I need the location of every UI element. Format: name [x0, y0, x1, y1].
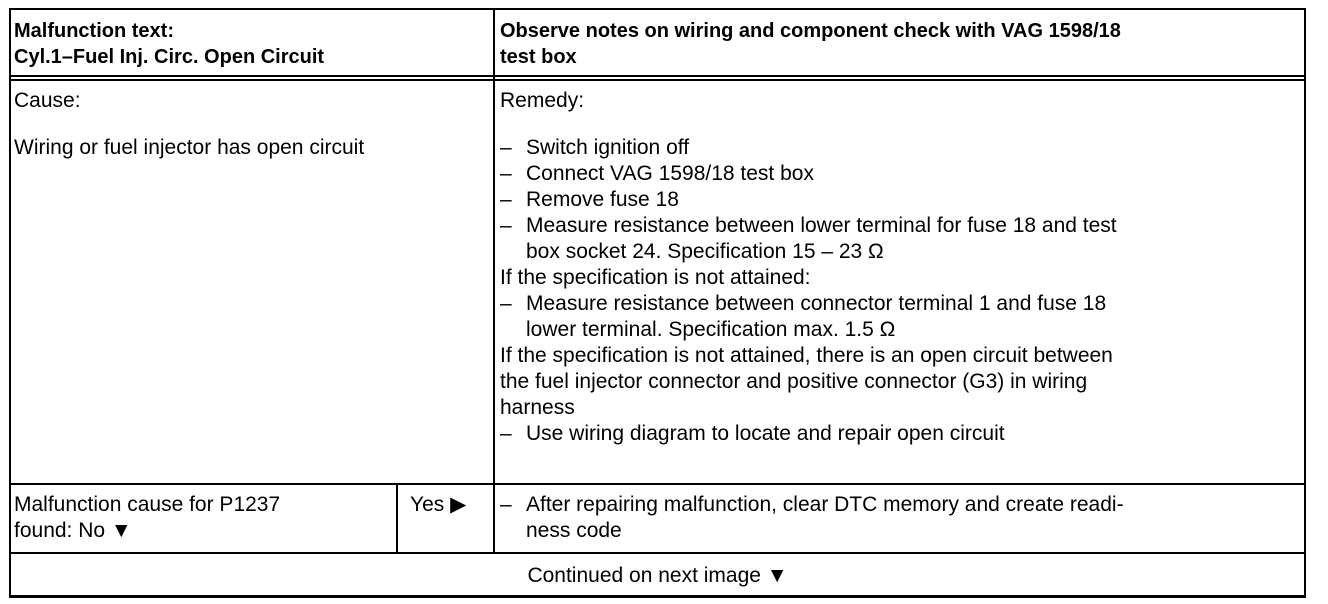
malfunction-title: Malfunction text: Cyl.1–Fuel Inj. Circ. … [14, 18, 324, 70]
step-text: After repairing malfunction, clear DTC m… [526, 493, 1124, 516]
remedy-step: –Use wiring diagram to locate and repair… [500, 421, 1117, 447]
dash: – [500, 493, 512, 516]
remedy-text: Measure resistance between lower termina… [526, 214, 1117, 237]
remedy-note: the fuel injector connector and positive… [500, 369, 1117, 395]
remedy-list: –Switch ignition off–Connect VAG 1598/18… [500, 135, 1117, 447]
cause-label: Cause: [14, 89, 81, 112]
remedy-text: Use wiring diagram to locate and repair … [526, 422, 1005, 445]
remedy-text: the fuel injector connector and positive… [500, 370, 1088, 393]
header-divider [9, 75, 1306, 77]
row-divider [9, 552, 1306, 554]
row-divider [9, 483, 1306, 485]
dash: – [500, 136, 512, 159]
table-border [9, 8, 1306, 598]
column-divider [493, 8, 495, 553]
dash: – [500, 422, 512, 445]
remedy-step: –Measure resistance between lower termin… [500, 213, 1117, 239]
observe-notes-title: Observe notes on wiring and component ch… [500, 18, 1121, 70]
dash: – [500, 188, 512, 211]
question-line: Malfunction cause for P1237 [14, 493, 281, 516]
remedy-note: harness [500, 395, 1117, 421]
remedy-text: harness [500, 396, 575, 419]
remedy-text: lower terminal. Specification max. 1.5 Ω [526, 318, 896, 341]
remedy-step: –Connect VAG 1598/18 test box [500, 161, 1117, 187]
continued-link[interactable]: Continued on next image ▼ [527, 564, 788, 587]
remedy-note: If the specification is not attained: [500, 265, 1117, 291]
remedy-text: box socket 24. Specification 15 – 23 Ω [526, 240, 884, 263]
observe-notes-line: test box [500, 46, 577, 68]
remedy-label: Remedy: [500, 89, 585, 112]
remedy-note: If the specification is not attained, th… [500, 343, 1117, 369]
remedy-text: Measure resistance between connector ter… [526, 292, 1107, 315]
remedy-step-continued: box socket 24. Specification 15 – 23 Ω [500, 239, 1117, 265]
remedy-step: –Switch ignition off [500, 135, 1117, 161]
step-text: ness code [526, 519, 622, 542]
remedy-text: Switch ignition off [526, 136, 690, 159]
dash: – [500, 292, 512, 315]
malfunction-found-question: Malfunction cause for P1237 found: No ▼ [14, 492, 280, 544]
after-repair-step: –After repairing malfunction, clear DTC … [500, 492, 1124, 544]
remedy-step: –Measure resistance between connector te… [500, 291, 1117, 317]
remedy-step: –Remove fuse 18 [500, 187, 1117, 213]
malfunction-label: Malfunction text: [14, 20, 174, 42]
remedy-text: Connect VAG 1598/18 test box [526, 162, 814, 185]
header-divider-2 [9, 79, 1306, 81]
question-line: found: No ▼ [14, 519, 132, 542]
remedy-text: If the specification is not attained: [500, 266, 811, 289]
remedy-step-continued: lower terminal. Specification max. 1.5 Ω [500, 317, 1117, 343]
malfunction-text: Cyl.1–Fuel Inj. Circ. Open Circuit [14, 46, 325, 68]
cause-text: Wiring or fuel injector has open circuit [14, 136, 365, 159]
remedy-text: If the specification is not attained, th… [500, 344, 1113, 367]
yes-link[interactable]: Yes ▶ [410, 493, 467, 516]
dash: – [500, 162, 512, 185]
remedy-text: Remove fuse 18 [526, 188, 679, 211]
observe-notes-line: Observe notes on wiring and component ch… [500, 20, 1121, 42]
yes-cell-divider [396, 483, 398, 553]
dash: – [500, 214, 512, 237]
